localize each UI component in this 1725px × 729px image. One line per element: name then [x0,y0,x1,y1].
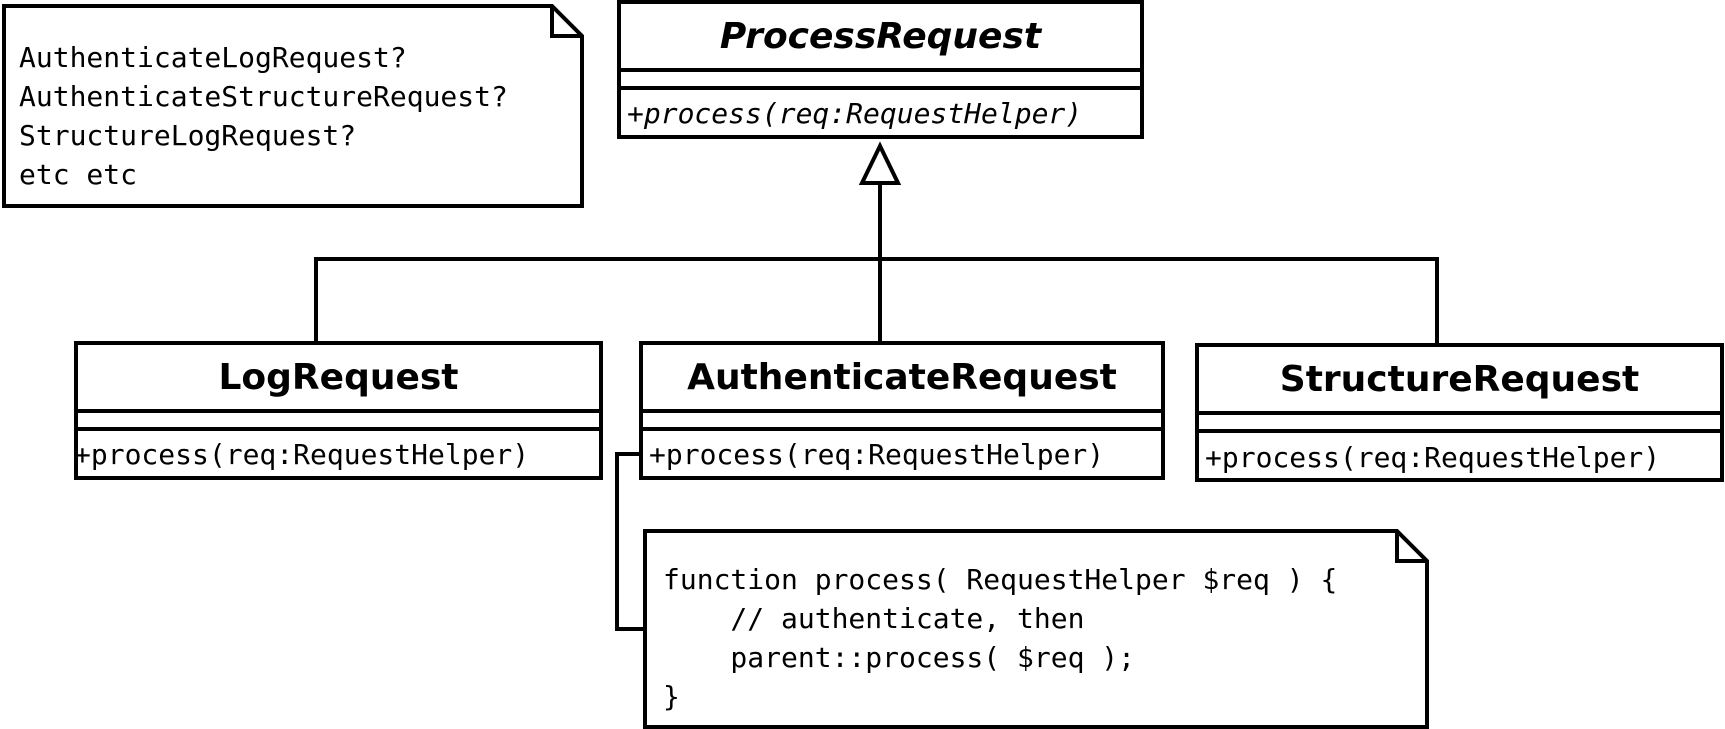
code-line: parent::process( $req ); [663,641,1135,674]
note-combinations-body [2,4,584,208]
note-code: function process( RequestHelper $req ) {… [643,529,1429,729]
code-line: } [663,680,680,713]
generalization-connectors [314,141,1439,345]
class-name: LogRequest [218,357,458,398]
note-line: etc etc [19,158,137,191]
class-log-request: LogRequest +process(req:RequestHelper) [74,341,603,480]
class-operation: +process(req:RequestHelper) [649,438,1104,471]
note-fold-corner [550,6,582,38]
note-combinations: AuthenticateLogRequest? AuthenticateStru… [2,4,584,208]
note-anchor-line [615,452,645,631]
note-line: AuthenticateLogRequest? [19,41,407,74]
class-operation: +process(req:RequestHelper) [627,97,1082,130]
code-line: function process( RequestHelper $req ) { [663,563,1337,596]
class-operation: +process(req:RequestHelper) [74,438,529,471]
class-structure-request: StructureRequest +process(req:RequestHel… [1195,343,1724,482]
code-line: // authenticate, then [663,602,1084,635]
class-name: AuthenticateRequest [687,357,1117,398]
note-fold-corner [1395,531,1427,563]
note-line: StructureLogRequest? [19,119,356,152]
class-name: StructureRequest [1280,359,1639,400]
class-name: ProcessRequest [720,16,1043,57]
note-code-body [643,529,1429,729]
note-line: AuthenticateStructureRequest? [19,80,508,113]
class-authenticate-request: AuthenticateRequest +process(req:Request… [639,341,1165,480]
inheritance-arrowhead-icon [858,141,902,185]
class-process-request: ProcessRequest +process(req:RequestHelpe… [617,0,1144,139]
class-operation: +process(req:RequestHelper) [1205,441,1660,474]
